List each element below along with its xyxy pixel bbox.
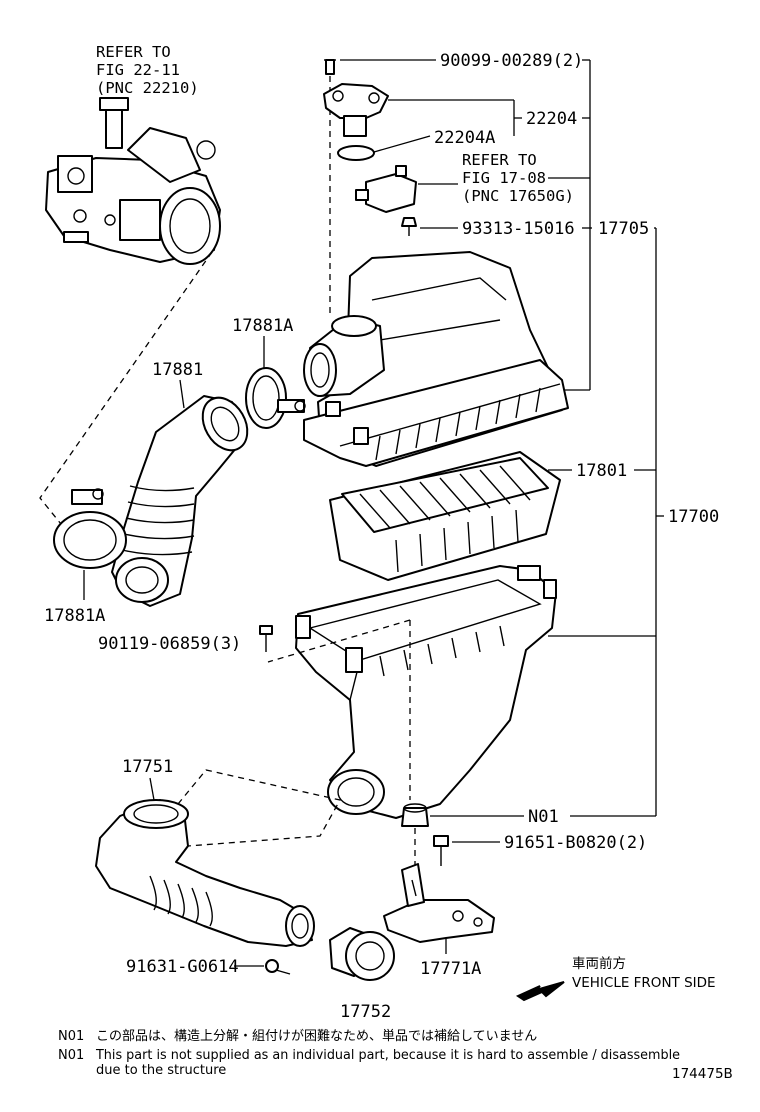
label-bolt-vsv: 93313-15016 bbox=[462, 219, 575, 239]
label-bracket: 17771A bbox=[420, 959, 481, 979]
label-element: 17801 bbox=[576, 461, 627, 481]
note-jp-code: N01 bbox=[58, 1029, 84, 1044]
note-en-line1: This part is not supplied as an individu… bbox=[95, 1048, 680, 1063]
clamp-lower-drawing bbox=[53, 488, 127, 569]
bolt-vsv-drawing bbox=[401, 217, 417, 236]
ref-vsv-line2: FIG 17-08 bbox=[462, 169, 546, 187]
label-screw-top: 90099-00289(2) bbox=[440, 51, 583, 71]
air-cleaner-case-drawing bbox=[295, 565, 557, 819]
label-resonator: 17752 bbox=[340, 1002, 391, 1022]
bracket-drawing bbox=[383, 863, 495, 943]
label-hose: 17881 bbox=[152, 360, 203, 380]
screw-resonator-drawing bbox=[265, 959, 291, 975]
label-cleaner-assy: 17700 bbox=[668, 507, 719, 527]
direction-label-jp: 車両前方 bbox=[572, 955, 626, 972]
bolt-bracket-drawing bbox=[433, 835, 449, 866]
screw-top-drawing bbox=[324, 59, 336, 75]
ref-throttle-line2: FIG 22-11 bbox=[96, 61, 180, 79]
ref-vsv-line3: (PNC 17650G) bbox=[462, 187, 574, 205]
note-jp-text: この部品は、構造上分解・組付けが困難なため、単品では補給していません bbox=[96, 1028, 537, 1044]
intake-air-sensor-drawing bbox=[323, 83, 389, 137]
direction-label-en: VEHICLE FRONT SIDE bbox=[572, 975, 716, 991]
ref-throttle-line3: (PNC 22210) bbox=[96, 79, 199, 97]
ref-vsv-line1: REFER TO bbox=[462, 151, 537, 169]
label-inlet: 17751 bbox=[122, 757, 173, 777]
resonator-drawing bbox=[329, 927, 395, 981]
element-pleat-pattern bbox=[359, 465, 531, 573]
clamp-upper-drawing bbox=[245, 367, 306, 429]
vsv-drawing bbox=[355, 165, 417, 213]
label-sensor: 22204 bbox=[526, 109, 577, 129]
cap-rib-pattern bbox=[375, 387, 541, 461]
air-filter-element-drawing bbox=[329, 451, 561, 581]
note-en-line2: due to the structure bbox=[96, 1063, 226, 1078]
bolt-case-drawing bbox=[259, 625, 273, 652]
label-screw-resonator: 91631-G0614 bbox=[126, 957, 239, 977]
air-cleaner-cap-drawing bbox=[303, 251, 569, 467]
gasket-drawing bbox=[337, 145, 375, 161]
label-gasket: 22204A bbox=[434, 128, 495, 148]
air-cleaner-hose-drawing bbox=[111, 395, 249, 607]
note-en-code: N01 bbox=[58, 1048, 84, 1063]
intake-inlet-drawing bbox=[95, 799, 315, 947]
ref-throttle-line1: REFER TO bbox=[96, 43, 171, 61]
case-rib-pattern bbox=[379, 625, 505, 677]
label-clamp-upper: 17881A bbox=[232, 316, 293, 336]
label-cap-sub: 17705 bbox=[598, 219, 649, 239]
throttle-body-drawing bbox=[45, 97, 221, 265]
label-bolt-case: 90119-06859(3) bbox=[98, 634, 241, 654]
label-clamp-lower: 17881A bbox=[44, 606, 105, 626]
grommet-drawing bbox=[401, 803, 429, 827]
label-bolt-bracket: 91651-B0820(2) bbox=[504, 833, 647, 853]
label-grommet: N01 bbox=[528, 807, 559, 827]
front-direction-arrow-icon bbox=[515, 981, 565, 1002]
figure-id: 174475B bbox=[672, 1066, 733, 1082]
